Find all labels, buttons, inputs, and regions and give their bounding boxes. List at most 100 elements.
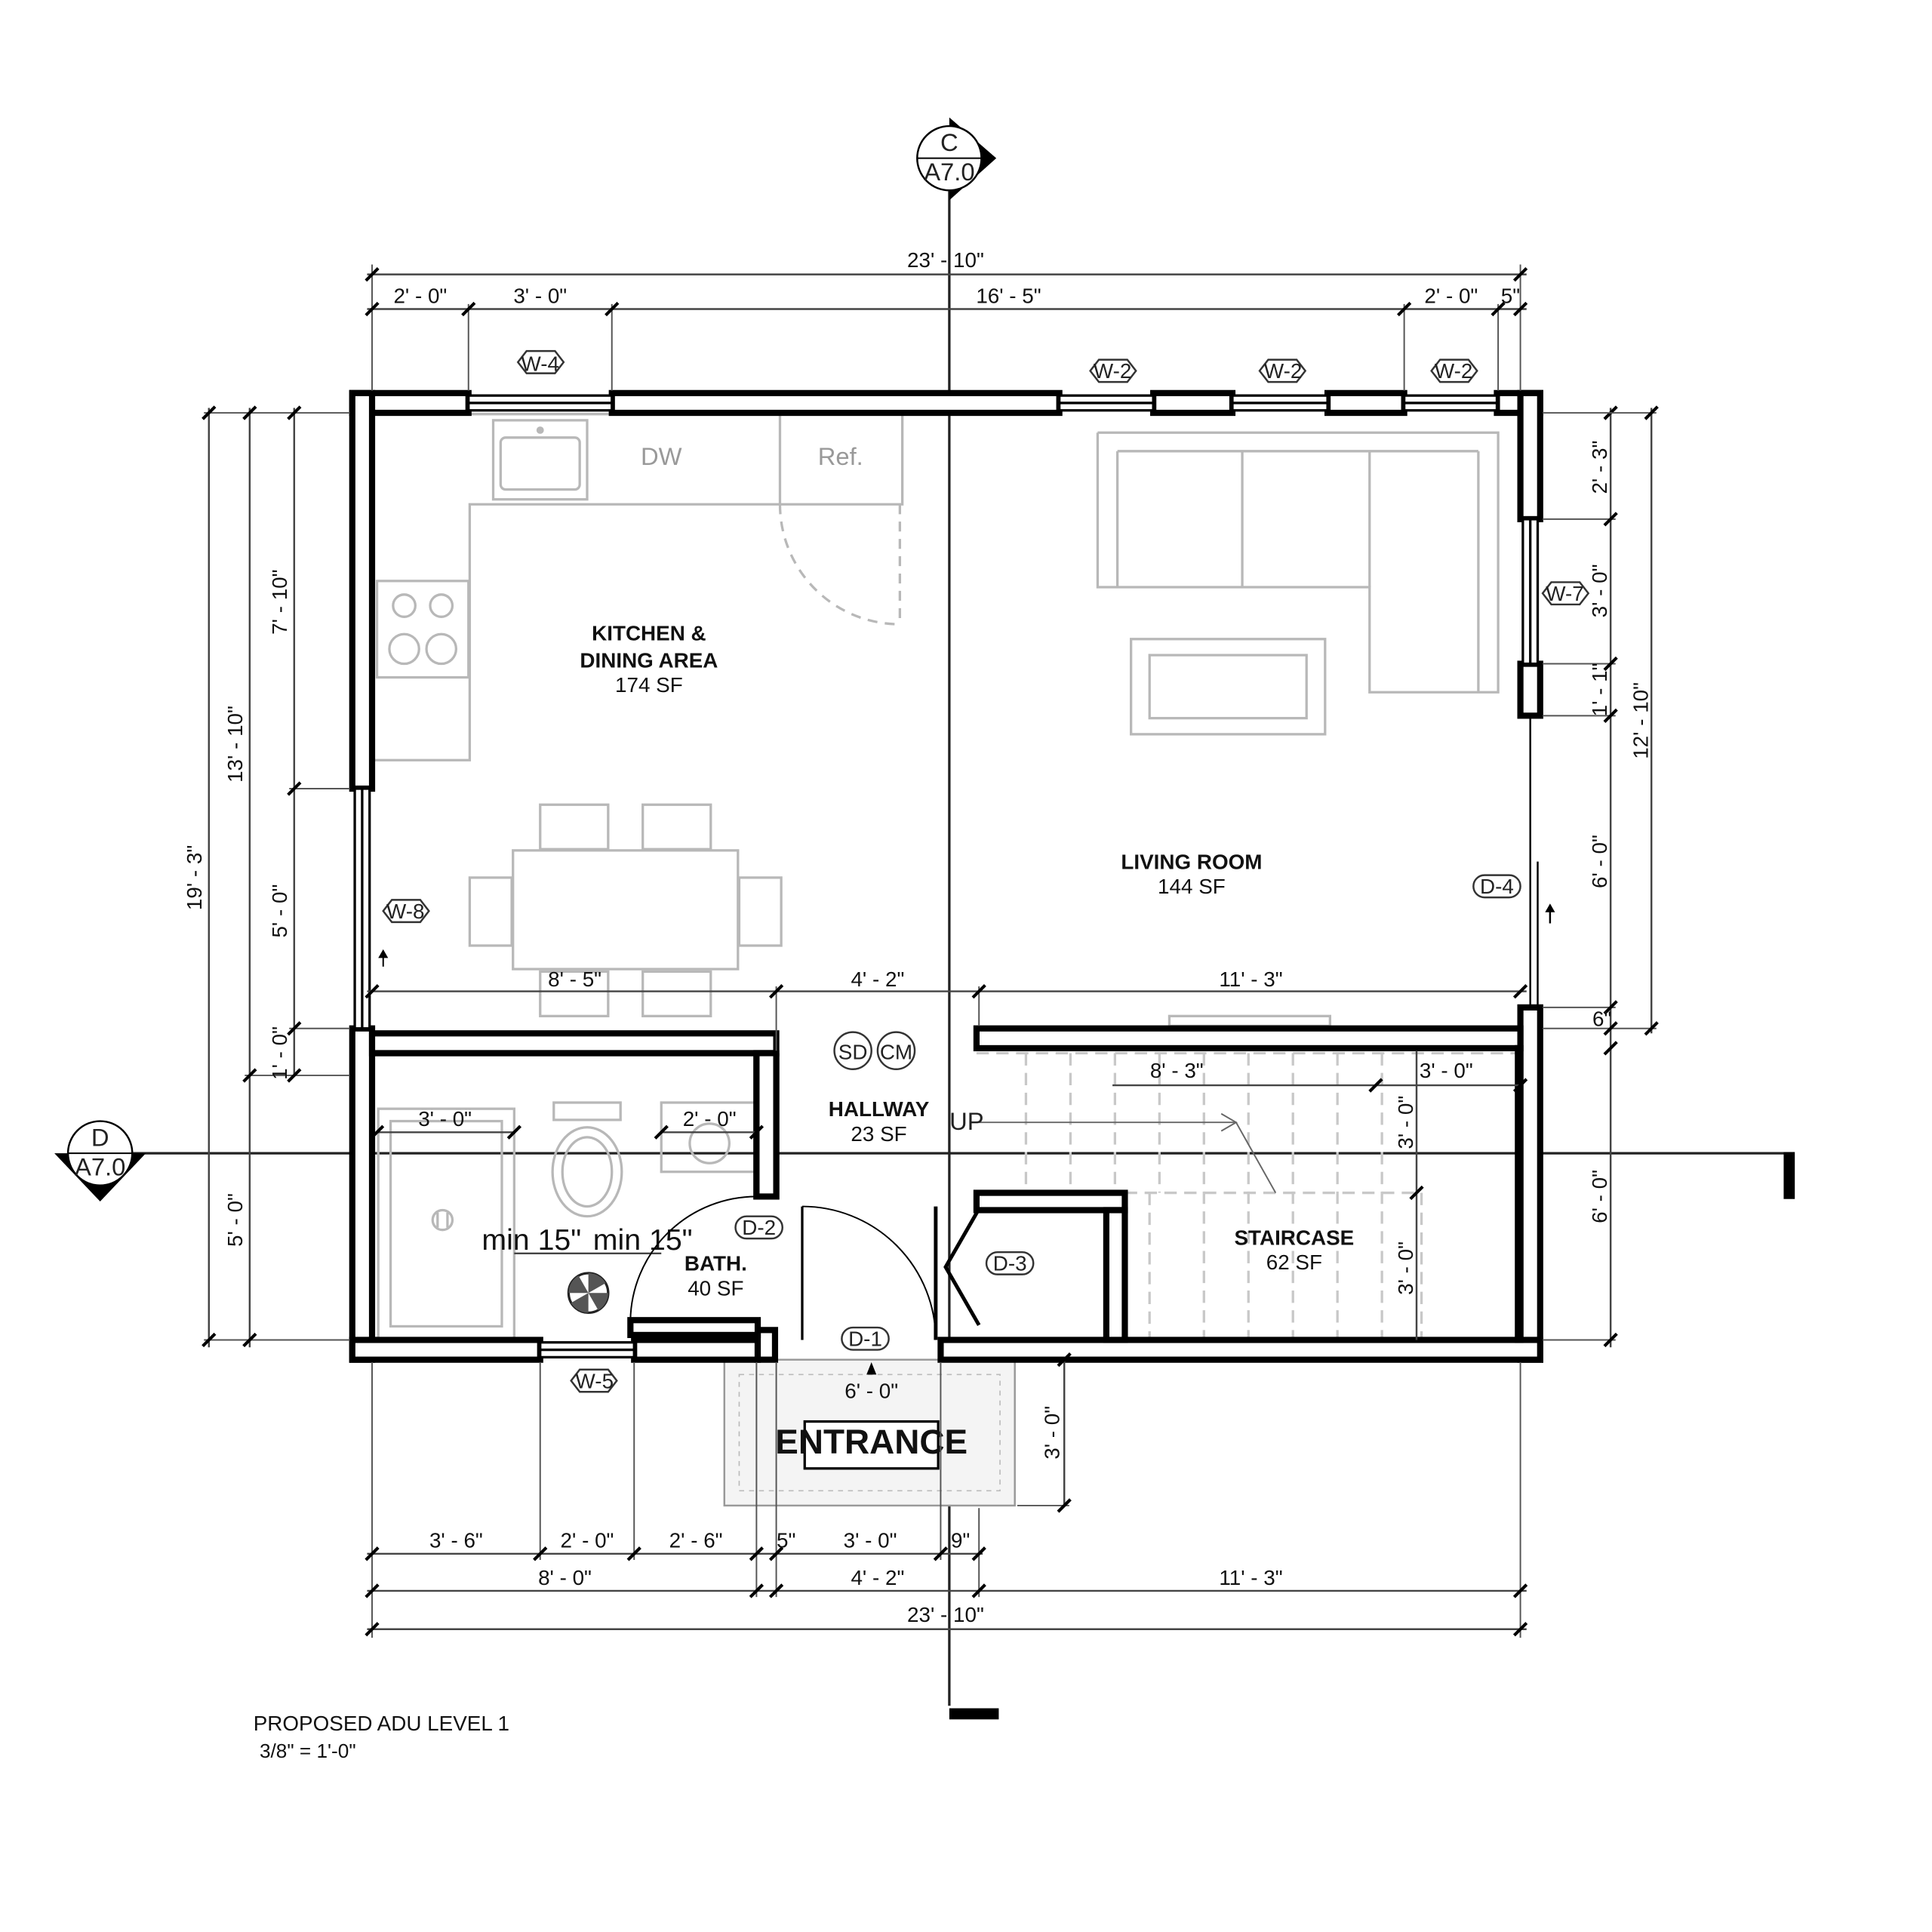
entrance-stoop: ENTRANCE xyxy=(723,1358,1016,1507)
coffee-table xyxy=(1130,638,1327,736)
dim-stair-3ft-h: 3' - 0" xyxy=(1420,1059,1473,1082)
dim-bot1-3ft: 3' - 0" xyxy=(844,1529,897,1552)
section-marker-d[interactable]: D A7.0 xyxy=(54,1120,146,1202)
tag-w7-label: W-7 xyxy=(1546,582,1584,605)
tag-w8-label: W-8 xyxy=(386,900,425,923)
dim-right-6ft-upper: 6' - 0" xyxy=(1588,835,1611,888)
co-monitor-label: CM xyxy=(880,1041,912,1064)
dim-stair-3ft-v1: 3' - 0" xyxy=(1394,1096,1417,1149)
dim-left-7ft10: 7' - 10" xyxy=(268,569,291,634)
tag-d1-label: D-1 xyxy=(848,1327,882,1351)
section-c-sheet: A7.0 xyxy=(924,158,974,186)
tag-w2-b-label: W-2 xyxy=(1264,359,1303,383)
dim-left-5ft-lower: 5' - 0" xyxy=(223,1193,247,1247)
staircase-name: STAIRCASE xyxy=(1234,1226,1354,1249)
tag-d3-label: D-3 xyxy=(993,1252,1027,1275)
dim-left-13ft10: 13' - 10" xyxy=(223,706,247,783)
co-monitor-icon: CM xyxy=(876,1031,916,1070)
kitchen-furniture: DW Ref. xyxy=(373,413,904,1017)
tag-d2[interactable]: D-2 xyxy=(734,1215,784,1240)
dim-entry-6ft: 6' - 0" xyxy=(844,1379,898,1402)
dim-right-12ft10: 12' - 10" xyxy=(1629,682,1652,759)
dim-top-total: 23' - 10" xyxy=(907,248,984,272)
dim-bot1-9in: 9" xyxy=(951,1529,970,1552)
tag-w4-label: W-4 xyxy=(521,352,559,375)
tag-w2-b[interactable]: W-2 xyxy=(1258,358,1307,383)
dimensions: 23' - 10" 2' - 0" 3' - 0" 16' - 5" 2' - … xyxy=(183,248,1659,1638)
section-c-letter: C xyxy=(940,128,958,156)
tag-w8[interactable]: W-8 xyxy=(382,899,430,924)
kitchen-area: 174 SF xyxy=(615,673,683,697)
bath-clearance-right: min 15" xyxy=(593,1223,693,1257)
bath-clearance-left: min 15" xyxy=(481,1223,581,1257)
dim-left-1ft: 1' - 0" xyxy=(268,1026,291,1080)
dim-mid-4ft2: 4' - 2" xyxy=(851,968,904,991)
tag-w2-a-label: W-2 xyxy=(1094,359,1132,383)
bath-name: BATH. xyxy=(685,1252,747,1275)
dim-right-3ft: 3' - 0" xyxy=(1588,564,1611,617)
window-tags: W-4 W-2 W-2 W-2 W-7 W-8 W-5 xyxy=(382,349,1590,1393)
dim-bot2-8ft: 8' - 0" xyxy=(538,1566,592,1589)
section-d-letter: D xyxy=(91,1123,109,1151)
dim-right-6ft-lower: 6' - 0" xyxy=(1588,1170,1611,1223)
smoke-detector-label: SD xyxy=(838,1041,868,1064)
tag-d3[interactable]: D-3 xyxy=(985,1251,1035,1275)
dim-bath-2ft: 2' - 0" xyxy=(683,1107,737,1131)
dim-bot3-total: 23' - 10" xyxy=(907,1603,984,1626)
stair-treads: UP xyxy=(949,1051,1518,1342)
dim-top-2ft-left: 2' - 0" xyxy=(393,284,447,307)
drawing-title: PROPOSED ADU LEVEL 1 xyxy=(254,1712,509,1735)
dim-top-16ft5: 16' - 5" xyxy=(976,284,1041,307)
dim-right-6in: 6" xyxy=(1592,1007,1611,1030)
section-d-sheet: A7.0 xyxy=(75,1153,125,1181)
dim-bot2-4ft2: 4' - 2" xyxy=(851,1566,904,1589)
dim-stair-3ft-v2: 3' - 0" xyxy=(1394,1241,1417,1295)
doors xyxy=(378,715,1555,1375)
dim-left-5ft-upper: 5' - 0" xyxy=(268,884,291,938)
kitchen-sink xyxy=(491,419,589,501)
door-tags: D-1 D-2 D-3 D-4 xyxy=(734,874,1521,1351)
dim-mid-11ft3: 11' - 3" xyxy=(1219,968,1282,991)
sectional-sofa xyxy=(1096,431,1500,694)
section-marker-c[interactable]: C A7.0 xyxy=(916,117,997,201)
living-name: LIVING ROOM xyxy=(1121,850,1262,873)
tag-w4[interactable]: W-4 xyxy=(516,349,565,375)
dim-mid-8ft5: 8' - 5" xyxy=(548,968,601,991)
dim-stair-8ft3: 8' - 3" xyxy=(1150,1059,1204,1082)
kitchen-name-1: KITCHEN & xyxy=(592,621,706,645)
kitchen-name-2: DINING AREA xyxy=(580,648,718,672)
living-area: 144 SF xyxy=(1158,875,1226,898)
windows xyxy=(353,394,1540,1359)
hallway-name: HALLWAY xyxy=(829,1097,930,1121)
interior-walls xyxy=(368,1025,1524,1343)
tag-d4[interactable]: D-4 xyxy=(1472,874,1521,899)
entrance-label: ENTRANCE xyxy=(775,1422,968,1461)
dim-top-2ft-right: 2' - 0" xyxy=(1424,284,1478,307)
room-labels: KITCHEN & DINING AREA 174 SF LIVING ROOM… xyxy=(580,621,1354,1300)
drawing-scale: 3/8" = 1'-0" xyxy=(260,1740,356,1762)
cooktop xyxy=(375,580,470,679)
tag-w5[interactable]: W-5 xyxy=(570,1368,618,1393)
smoke-detector-icon: SD xyxy=(833,1031,872,1070)
tag-d2-label: D-2 xyxy=(742,1216,776,1239)
tag-w2-a[interactable]: W-2 xyxy=(1089,358,1137,383)
exterior-walls xyxy=(349,389,1543,1363)
tag-d4-label: D-4 xyxy=(1480,875,1514,898)
dim-left-19ft3: 19' - 3" xyxy=(183,845,206,910)
dim-top-3ft: 3' - 0" xyxy=(513,284,567,307)
dim-entry-3ft: 3' - 0" xyxy=(1041,1406,1064,1460)
drawing-title-block: PROPOSED ADU LEVEL 1 3/8" = 1'-0" xyxy=(254,1712,509,1762)
tag-d1[interactable]: D-1 xyxy=(841,1326,890,1351)
staircase-area: 62 SF xyxy=(1266,1251,1322,1274)
tag-w7[interactable]: W-7 xyxy=(1541,581,1590,606)
stair-up-label: UP xyxy=(949,1107,984,1135)
exhaust-fan-icon xyxy=(567,1272,610,1315)
tag-w5-label: W-5 xyxy=(576,1369,614,1392)
dim-bot2-11ft3: 11' - 3" xyxy=(1219,1566,1282,1589)
tag-w2-c-label: W-2 xyxy=(1435,359,1473,383)
tag-w2-c[interactable]: W-2 xyxy=(1430,358,1478,383)
dining-table xyxy=(468,803,783,1017)
hallway-area: 23 SF xyxy=(851,1122,906,1146)
bath-fixtures: min 15" min 15" xyxy=(377,1101,759,1340)
